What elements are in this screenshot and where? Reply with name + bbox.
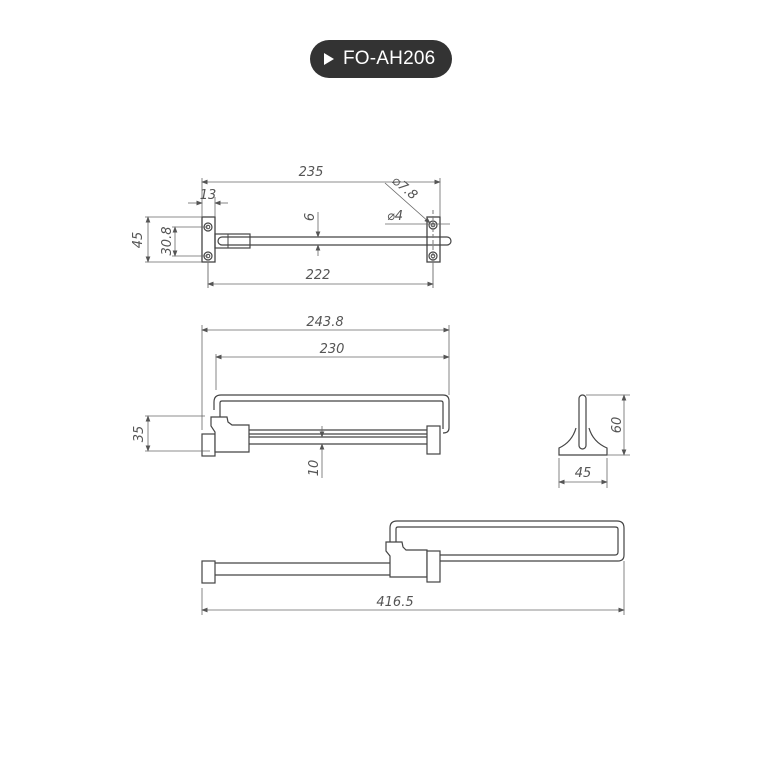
side-view-dimensions <box>558 394 630 488</box>
dim-hole-inner: ⌀4 <box>387 209 403 224</box>
dim-mount-width: 13 <box>200 188 217 203</box>
dim-rod-gap: 10 <box>307 460 322 477</box>
extended-view <box>201 520 625 584</box>
dim-overall-width: 235 <box>299 165 324 180</box>
dim-extended-length: 416.5 <box>376 595 413 610</box>
top-view <box>201 210 452 288</box>
front-view-dimensions <box>145 325 450 478</box>
dim-rail-width: 230 <box>320 342 345 357</box>
front-view <box>201 394 450 457</box>
dim-height: 45 <box>131 232 146 249</box>
model-badge: FO-AH206 <box>310 40 452 78</box>
dim-front-overall-width: 243.8 <box>306 315 343 330</box>
model-label: FO-AH206 <box>343 48 436 69</box>
dim-front-height: 35 <box>132 426 147 443</box>
top-view-dimensions <box>145 178 450 287</box>
dim-base-width: 45 <box>575 466 592 481</box>
dim-rod-dia: 6 <box>303 213 318 221</box>
play-triangle-icon <box>324 53 334 65</box>
side-view <box>558 394 608 456</box>
dim-hole-center-span: 222 <box>306 268 331 283</box>
dim-hole-spacing: 30.8 <box>160 227 175 256</box>
dim-side-height: 60 <box>610 417 625 434</box>
dim-hole-outer: ⌀7.8 <box>389 173 420 203</box>
extended-view-dimensions <box>201 561 625 615</box>
